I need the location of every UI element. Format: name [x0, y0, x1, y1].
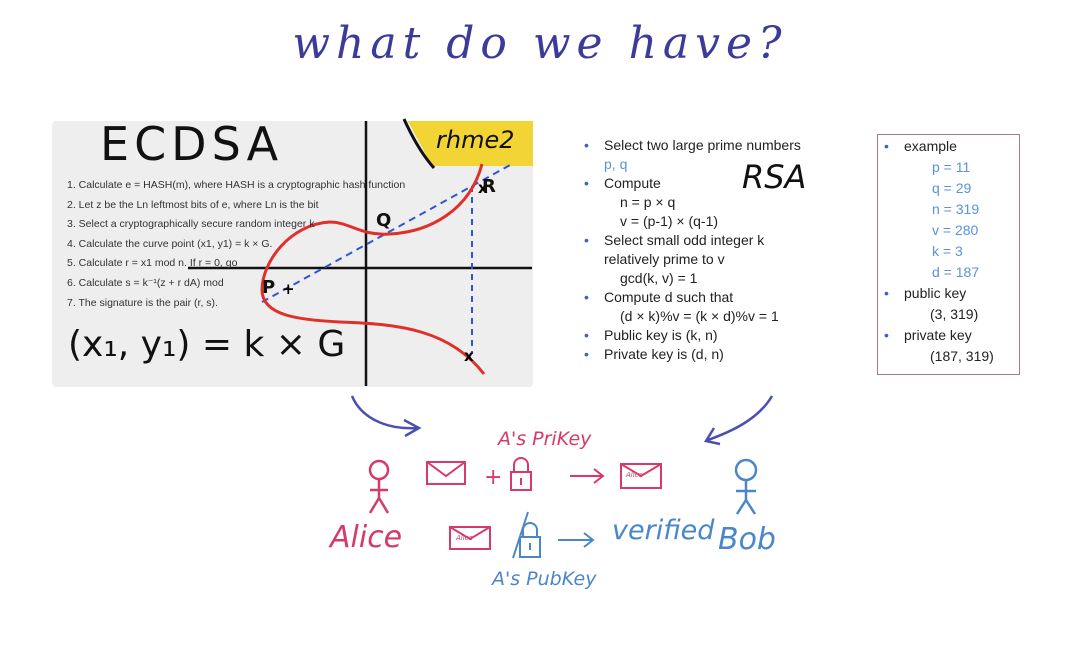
bob-person-icon — [734, 458, 758, 515]
point-q-label: Q — [376, 210, 392, 231]
point-r-mark: x — [478, 179, 488, 197]
point-p-mark: + — [282, 280, 295, 298]
verified-label: verified — [612, 515, 715, 546]
alice-label: Alice — [330, 520, 403, 555]
example-value: n = 319 — [932, 201, 980, 217]
page-title: what do we have? — [292, 18, 788, 69]
plus-sign: + — [484, 465, 502, 490]
point-r-label: R — [482, 176, 496, 197]
ecdsa-step: 1. Calculate e = HASH(m), where HASH is … — [67, 179, 406, 191]
ecdsa-steps: 1. Calculate e = HASH(m), where HASH is … — [67, 176, 467, 313]
rsa-sub: v = (p-1) × (q-1) — [620, 213, 719, 229]
envelope-label: Alice — [456, 534, 473, 542]
rsa-item: Compute d such that — [584, 288, 854, 307]
rsa-sub: n = p × q — [620, 194, 676, 210]
example-value: v = 280 — [932, 222, 979, 238]
private-key-value: (187, 319) — [930, 348, 994, 364]
rsa-steps: Select two large prime numbers p, q Comp… — [584, 136, 854, 364]
ecdsa-step: 5. Calculate r = x1 mod n. If r = 0, go — [67, 257, 238, 270]
rsa-item: Private key is (d, n) — [584, 345, 854, 364]
rsa-item: Public key is (k, n) — [584, 326, 854, 345]
rsa-sub: (d × k)%v = (k × d)%v = 1 — [620, 308, 779, 324]
private-key-label: private key — [884, 325, 1014, 346]
bob-label: Bob — [718, 522, 776, 557]
ecdsa-formula: (x₁, y₁) = k × G — [68, 324, 346, 365]
arrow-right-icon — [558, 532, 595, 548]
arrow-icon — [707, 395, 774, 442]
ecdsa-step: 4. Calculate the curve point (x1, y1) = … — [67, 237, 273, 250]
example-label: example — [884, 136, 1014, 157]
rhme2-badge — [408, 121, 533, 166]
example-list: example p = 11 q = 29 n = 319 v = 280 k … — [884, 136, 1014, 367]
ecdsa-step: 7. The signature is the pair (r, s). — [67, 296, 218, 309]
point-p-label: P — [262, 277, 276, 298]
rhme2-label: rhme2 — [436, 126, 515, 154]
example-value: p = 11 — [932, 159, 971, 175]
example-value: k = 3 — [932, 243, 963, 259]
alice-person-icon — [368, 459, 390, 514]
signed-envelope-icon — [620, 463, 662, 489]
envelope-label: Alice — [626, 471, 643, 479]
elliptic-curve — [260, 163, 486, 375]
rsa-sub: p, q — [604, 156, 628, 172]
example-value: q = 29 — [932, 180, 972, 196]
ecdsa-step: 3. Select a cryptographically secure ran… — [67, 218, 315, 231]
public-key-label: public key — [884, 283, 1014, 304]
signed-envelope-icon — [449, 526, 491, 550]
point-neg-r-mark: x — [464, 347, 474, 365]
rsa-item: Select two large prime numbers — [584, 136, 854, 155]
rsa-item-line2: relatively prime to v — [604, 251, 725, 267]
lock-icon — [519, 522, 541, 558]
ecdsa-heading: ECDSA — [100, 117, 284, 171]
ecdsa-step: 6. Calculate s = k⁻¹(z + r dA) mod — [67, 276, 224, 289]
public-key-caption: A's PubKey — [492, 568, 597, 590]
rsa-item: Compute — [584, 174, 854, 193]
ecdsa-step: 2. Let z be the Ln leftmost bits of e, w… — [67, 198, 319, 211]
example-value: d = 187 — [932, 264, 980, 280]
arrow-icon — [350, 395, 419, 430]
public-key-value: (3, 319) — [930, 306, 979, 322]
envelope-icon — [426, 461, 466, 485]
arrow-right-icon — [570, 468, 605, 484]
private-key-caption: A's PriKey — [498, 428, 592, 450]
lock-icon — [510, 457, 532, 491]
rsa-item: Select small odd integer k — [584, 231, 854, 250]
example-box — [877, 134, 1020, 375]
slash-divider — [512, 511, 529, 559]
rsa-sub: gcd(k, v) = 1 — [620, 270, 698, 286]
